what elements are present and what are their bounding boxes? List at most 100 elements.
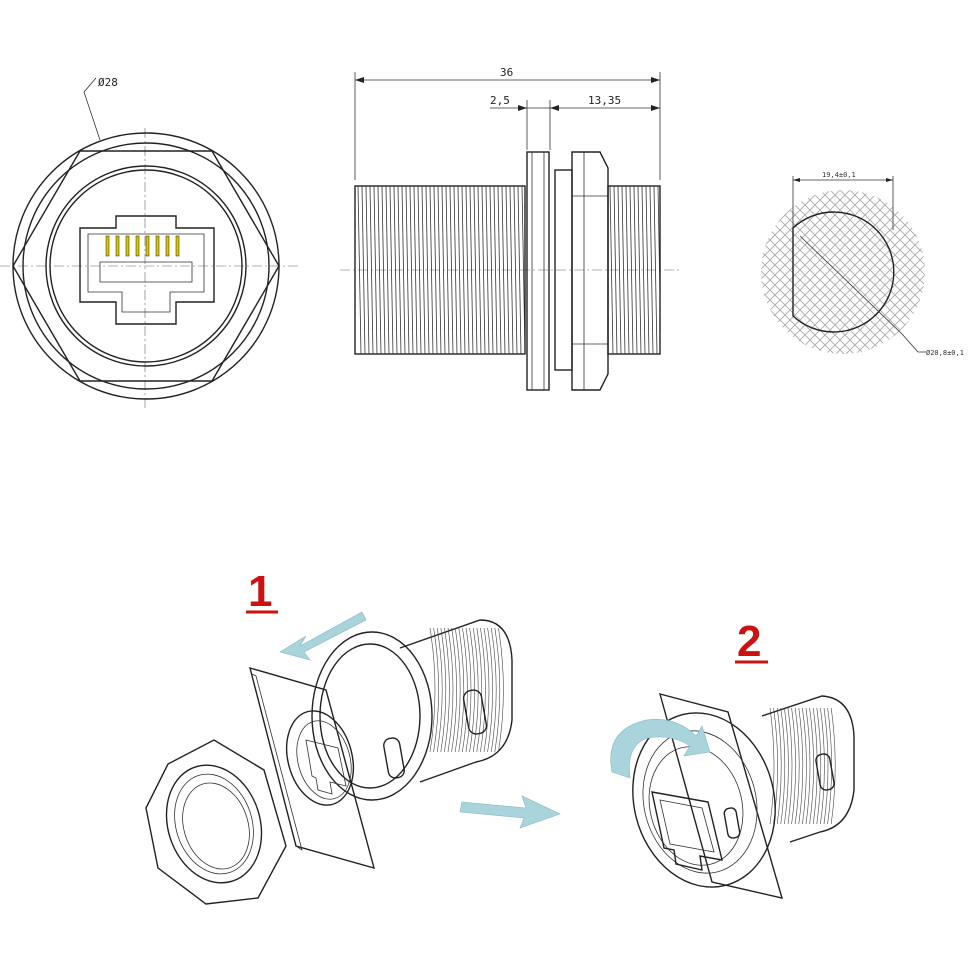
cutout-d-hole: [792, 211, 895, 333]
thread-arc: [776, 707, 782, 825]
side-view: 36 2,5 13,35: [340, 66, 680, 391]
rj45-port-step1: [305, 739, 347, 795]
step-1-label: 1: [248, 567, 272, 616]
thread-line: [629, 185, 634, 355]
thread-arc: [794, 707, 800, 825]
thread-line: [441, 185, 446, 355]
thread-line: [429, 185, 434, 355]
rj45-latch-slot: [99, 261, 193, 283]
contact-pins: [105, 235, 180, 257]
thread-arc: [823, 707, 829, 825]
step-2-illustration: 2: [610, 617, 855, 899]
thread-line: [641, 185, 646, 355]
thread-line: [409, 185, 414, 355]
thread-line: [449, 185, 454, 355]
thread-line: [485, 185, 490, 355]
thread-arc: [809, 707, 814, 825]
thread-line: [385, 185, 390, 355]
barrel-threads-step2: [769, 707, 836, 825]
thread-line: [621, 185, 626, 355]
thread-arc: [787, 707, 793, 825]
hex-nut-step1: [145, 739, 287, 905]
thread-line: [617, 185, 622, 355]
push-arrow: [459, 795, 561, 829]
hole-diameter-label: Ø20,8±0,1: [926, 349, 964, 357]
thread-arc: [780, 707, 786, 825]
thread-line: [609, 185, 614, 355]
thread-line: [421, 185, 426, 355]
thread-arc: [444, 627, 450, 753]
thread-line: [501, 185, 506, 355]
thread-arc: [462, 627, 468, 753]
front-view: Ø28: [0, 76, 298, 408]
flange-label: 2,5: [490, 94, 510, 107]
thread-line: [433, 185, 438, 355]
thread-arc: [816, 707, 822, 825]
thread-arc: [458, 627, 465, 753]
thread-line: [497, 185, 502, 355]
thread-arc: [487, 627, 493, 753]
thread-arc: [440, 627, 447, 753]
front-ring-4: [49, 169, 243, 363]
thread-line: [473, 185, 478, 355]
hex-nut-step2: [632, 712, 776, 888]
thread-line: [465, 185, 470, 355]
thread-arc: [454, 627, 461, 753]
thread-line: [513, 185, 518, 355]
thread-line: [493, 185, 498, 355]
thread-line: [649, 185, 654, 355]
front-ring-2: [22, 142, 270, 390]
barrel-slot-1: [462, 689, 488, 735]
thread-line: [625, 185, 630, 355]
connector-flange-step1: [311, 631, 433, 801]
diameter-label: Ø28: [98, 76, 118, 89]
panel-cutout-view: 19,4±0,1 Ø20,8±0,1: [761, 171, 964, 357]
thread-arc: [769, 707, 775, 825]
thread-arc: [820, 707, 825, 825]
thread-arc: [805, 707, 811, 825]
mounting-panel-step2: [659, 693, 784, 899]
thread-line: [509, 185, 514, 355]
barrel-slot-4: [723, 807, 741, 839]
front-ring-3: [45, 165, 247, 367]
thread-line: [425, 185, 430, 355]
barrel-threads-step1: [429, 627, 504, 753]
nut-side-label: 13,35: [588, 94, 621, 107]
thread-arc: [447, 627, 454, 753]
panel-hole: [285, 710, 355, 806]
thread-line: [461, 185, 466, 355]
thread-arc: [784, 707, 789, 825]
front-hex-nut: [12, 150, 280, 382]
thread-arc: [433, 627, 439, 753]
thread-line: [365, 185, 370, 355]
mounting-panel: [249, 666, 375, 870]
thread-line: [521, 185, 525, 355]
thread-line: [657, 185, 660, 321]
thread-line: [437, 185, 442, 355]
thread-arc: [490, 627, 497, 753]
thread-arc: [802, 707, 807, 825]
barrel-slot-3: [815, 753, 835, 791]
thread-arc: [498, 627, 504, 753]
thread-line: [397, 185, 402, 355]
thread-line: [401, 185, 406, 355]
insert-arrow: [279, 611, 367, 661]
barrel-threads-right: [609, 185, 660, 355]
thread-line: [453, 185, 458, 355]
thread-arc: [476, 627, 483, 753]
thread-line: [477, 185, 482, 355]
thread-line: [645, 185, 650, 355]
thread-arc: [472, 627, 479, 753]
thread-line: [361, 185, 366, 355]
connector-barrel-step2: [761, 695, 855, 843]
thread-line: [613, 185, 618, 355]
thread-arc: [429, 627, 436, 753]
hex-nut-side: [571, 151, 609, 391]
thread-line: [633, 185, 638, 355]
thread-line: [405, 185, 410, 355]
step-1-illustration: 1: [145, 567, 561, 905]
thread-line: [489, 185, 494, 355]
length-label: 36: [500, 66, 513, 79]
rotate-arrow: [610, 719, 711, 779]
thread-arc: [436, 627, 443, 753]
